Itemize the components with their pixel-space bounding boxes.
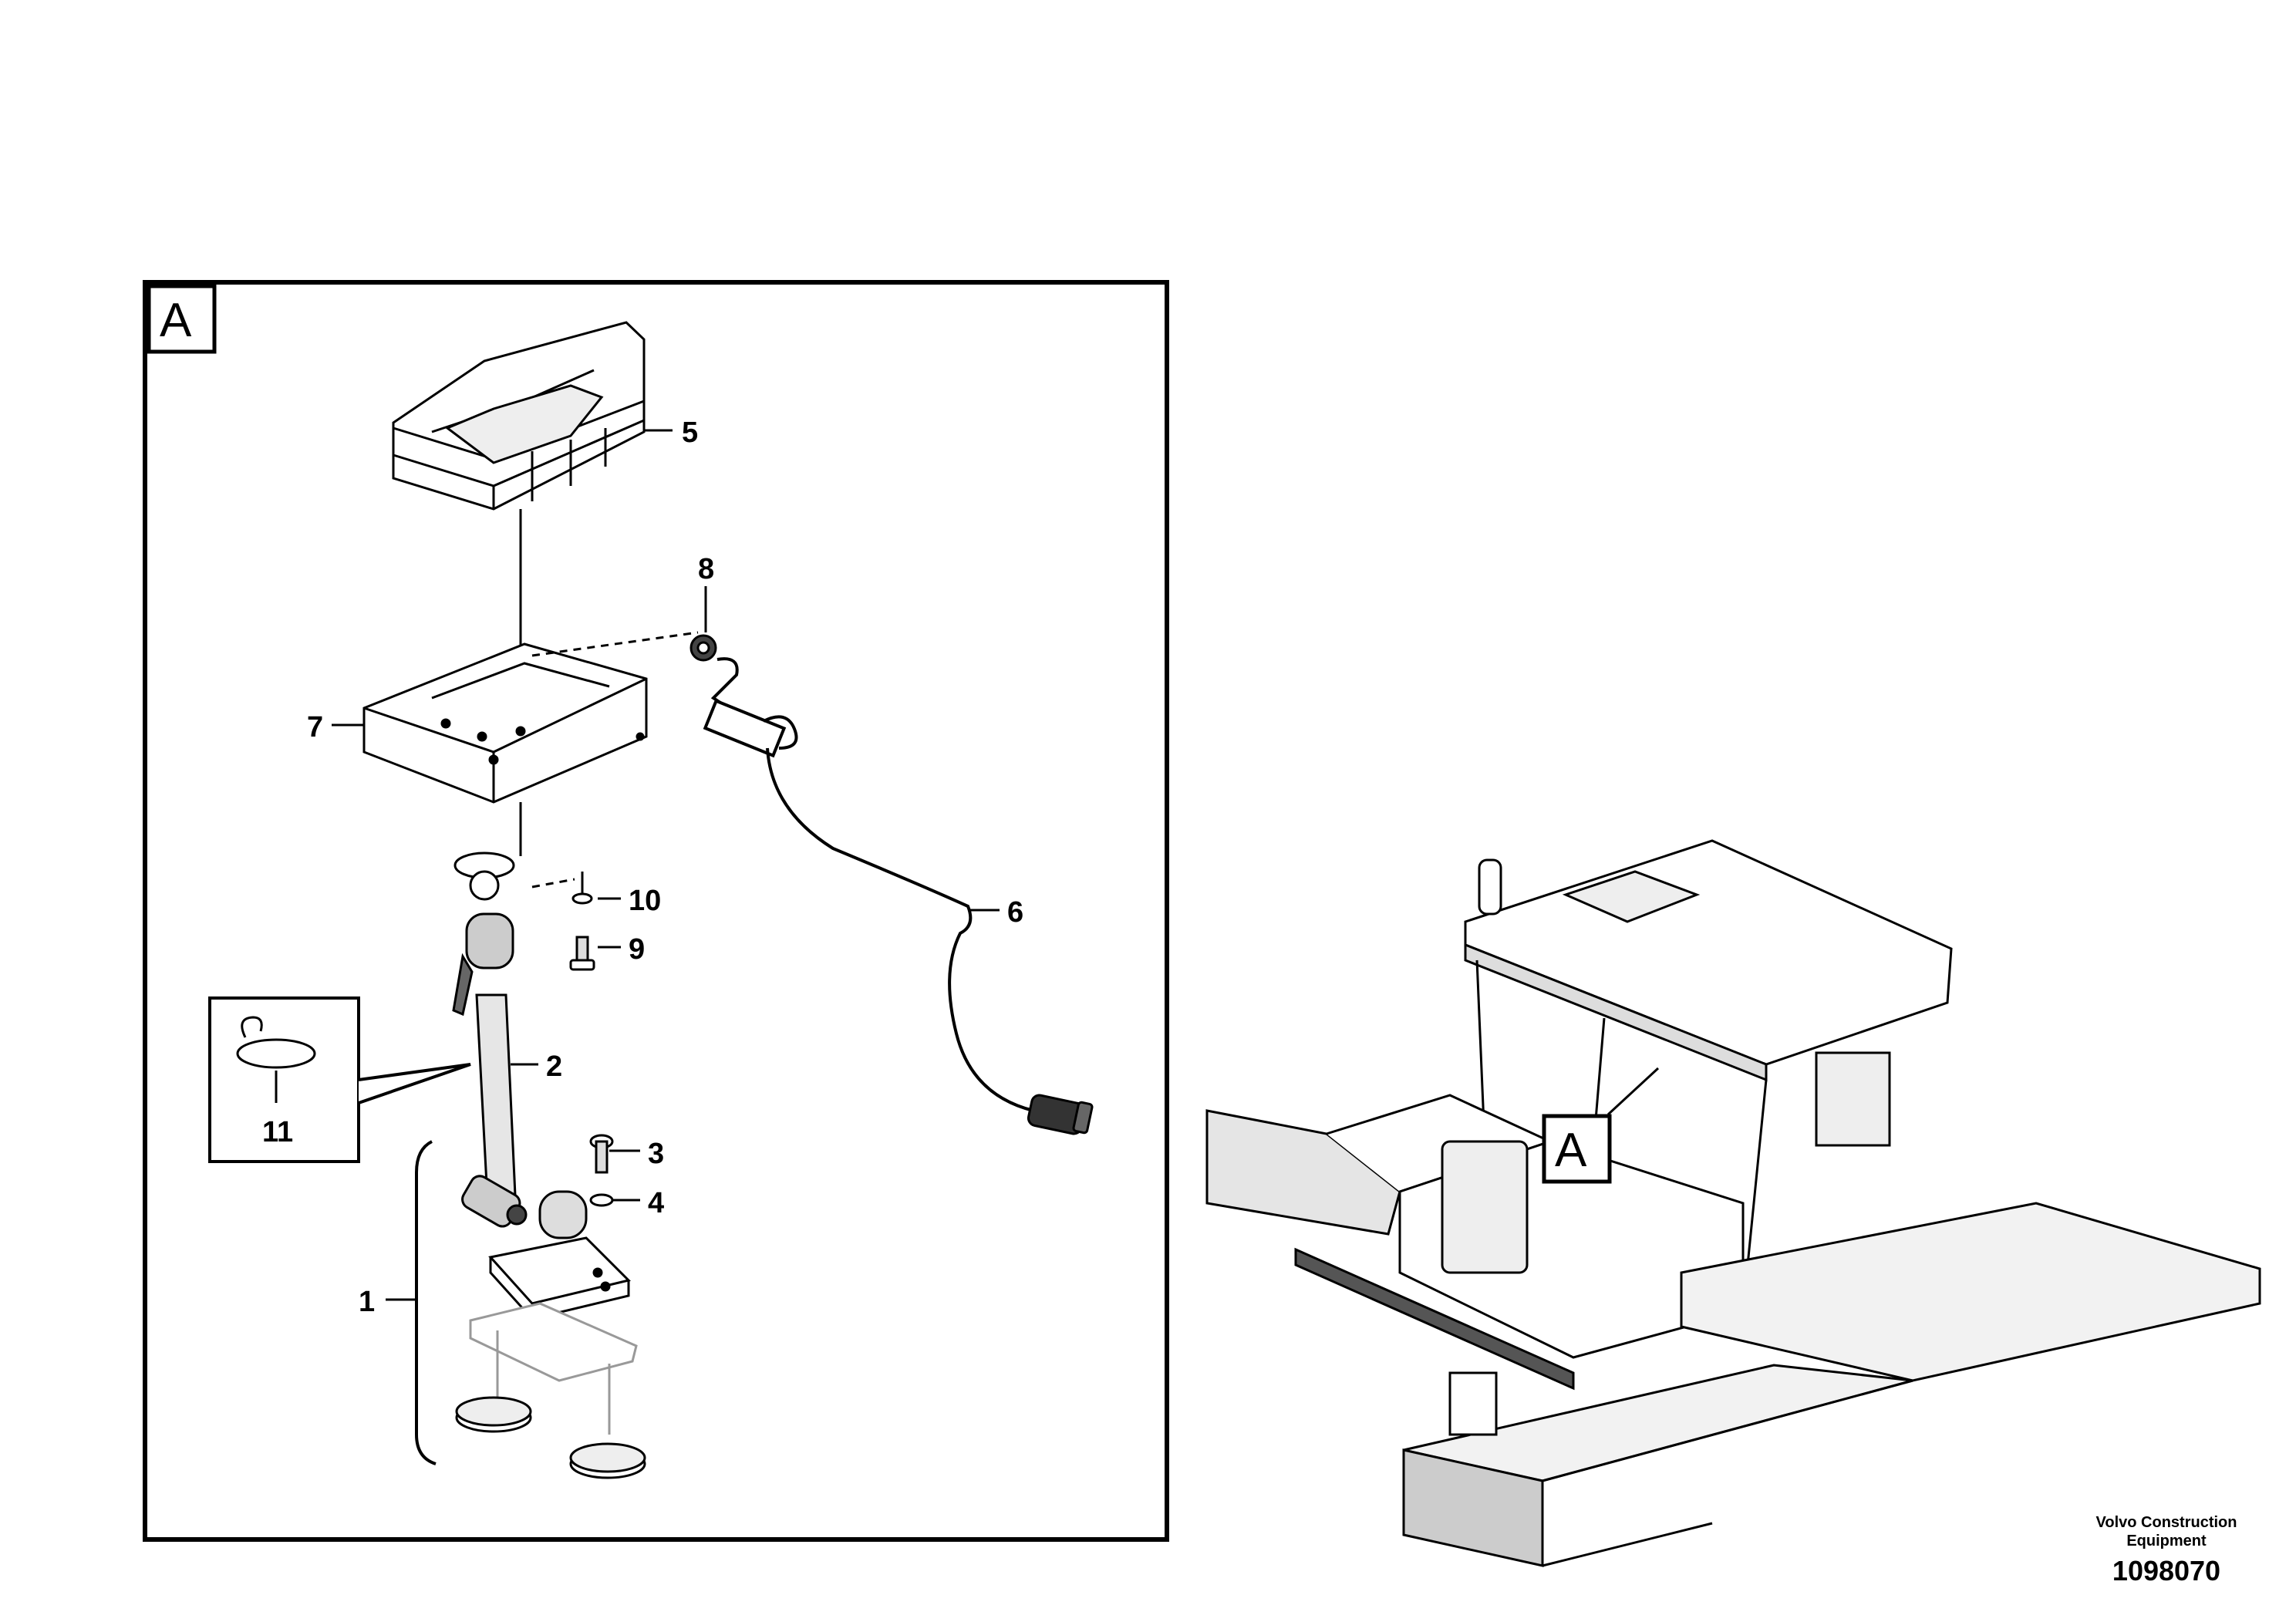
callout-11: 11 [262, 1116, 293, 1148]
part-4-washer [589, 1193, 614, 1207]
part-11-clamp [236, 1016, 316, 1103]
part-7-box [362, 642, 648, 804]
part-2-pole [475, 993, 517, 1201]
kit-bracket-1 [415, 1140, 437, 1465]
machine-overview [1205, 839, 2261, 1567]
dashed-guide-8 [531, 631, 699, 657]
callout-4: 4 [648, 1187, 664, 1219]
callout-10: 10 [629, 885, 661, 917]
part-10-washer [571, 872, 593, 905]
detail-letter-a: A [160, 294, 192, 347]
credit-line-1: Volvo Construction [2095, 1514, 2237, 1531]
part-5-cover [392, 321, 646, 511]
credit-block: Volvo Construction Equipment [2082, 1513, 2251, 1550]
part-9-bolt [569, 936, 595, 971]
callout-5: 5 [682, 416, 698, 449]
pole-base-bracket [461, 1175, 631, 1320]
part-3-bolt [589, 1134, 614, 1174]
callout-8: 8 [698, 553, 714, 585]
callout-9: 9 [629, 933, 645, 966]
callout-3: 3 [648, 1138, 664, 1170]
detail-a-panel [143, 280, 1169, 1542]
callout-7: 7 [307, 711, 323, 744]
callout-6: 6 [1007, 896, 1023, 929]
dashed-guide-10 [531, 878, 575, 889]
part-6-cable [703, 657, 1034, 1112]
part-11-inset [208, 996, 471, 1163]
magnet-base [455, 1302, 646, 1479]
figure-number: 1098070 [2112, 1555, 2221, 1587]
part-6-plug [1027, 1094, 1094, 1135]
ball-mount-head [452, 802, 522, 1017]
part-8-grommet [689, 634, 717, 662]
machine-locator-a: A [1542, 1067, 1660, 1184]
callout-1: 1 [359, 1286, 375, 1318]
machine-locator-letter: A [1555, 1124, 1587, 1177]
credit-line-2: Equipment [2126, 1533, 2207, 1549]
callout-2: 2 [546, 1050, 562, 1083]
